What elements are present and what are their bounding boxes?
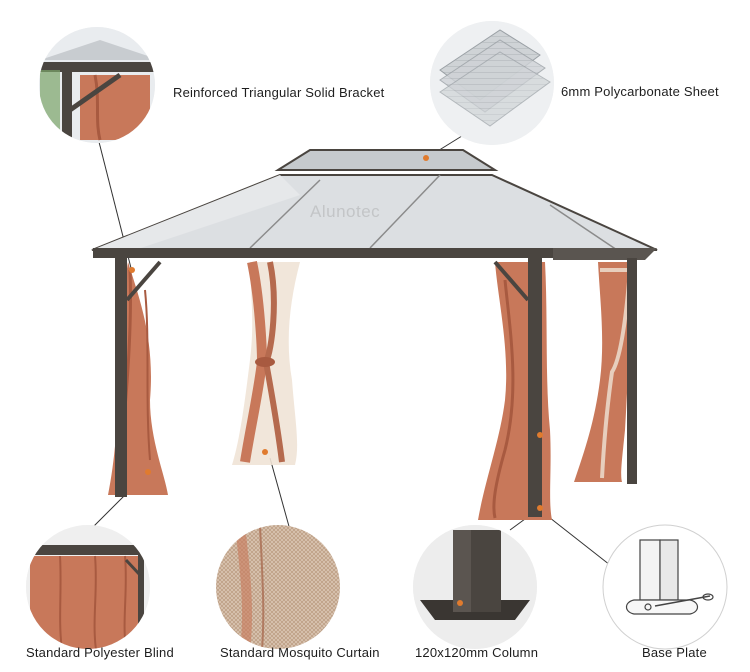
blind-label: Standard Polyester Blind (26, 645, 174, 660)
base-plate-label: Base Plate (642, 645, 707, 660)
watermark: Alunotec (310, 202, 381, 221)
base-plate-detail-image (602, 524, 728, 650)
polycarbonate-detail-image (430, 21, 554, 145)
callout-markers (129, 155, 543, 511)
gazebo (91, 149, 658, 520)
blind-detail-image (26, 525, 150, 649)
polycarbonate-label: 6mm Polycarbonate Sheet (561, 84, 719, 99)
mosquito-detail-image (216, 525, 340, 649)
mosquito-label: Standard Mosquito Curtain (220, 645, 380, 660)
bracket-label: Reinforced Triangular Solid Bracket (173, 85, 385, 100)
bracket-detail-image (39, 27, 155, 143)
column-detail-image (413, 525, 537, 649)
column-label: 120x120mm Column (415, 645, 539, 660)
